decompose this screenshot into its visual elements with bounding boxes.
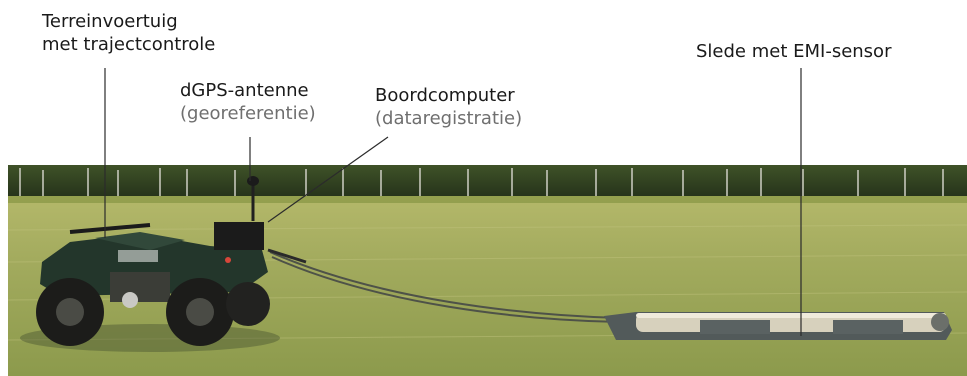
- tree-line: [8, 165, 967, 198]
- tow-cables: [269, 251, 621, 323]
- computer-label-subtitle: (dataregistratie): [375, 108, 523, 129]
- vehicle-label: Terreinvoertuig met trajectcontrole: [42, 10, 215, 56]
- computer-label-title: Boordcomputer: [375, 85, 515, 106]
- gps-label-subtitle: (georeferentie): [180, 103, 316, 124]
- atv-vehicle: [36, 176, 307, 346]
- vehicle-label-line1: Terreinvoertuig: [42, 11, 178, 32]
- sled-with-emi-sensor: [604, 312, 952, 340]
- vehicle-label-line2: met trajectcontrole: [42, 34, 216, 55]
- gps-label: dGPS-antenne (georeferentie): [180, 79, 316, 125]
- sled-label-title: Slede met EMI-sensor: [696, 41, 892, 62]
- sled-label: Slede met EMI-sensor: [696, 40, 891, 63]
- gps-label-title: dGPS-antenne: [180, 80, 309, 101]
- leader-lines: [104, 68, 802, 336]
- computer-label: Boordcomputer (dataregistratie): [375, 84, 522, 130]
